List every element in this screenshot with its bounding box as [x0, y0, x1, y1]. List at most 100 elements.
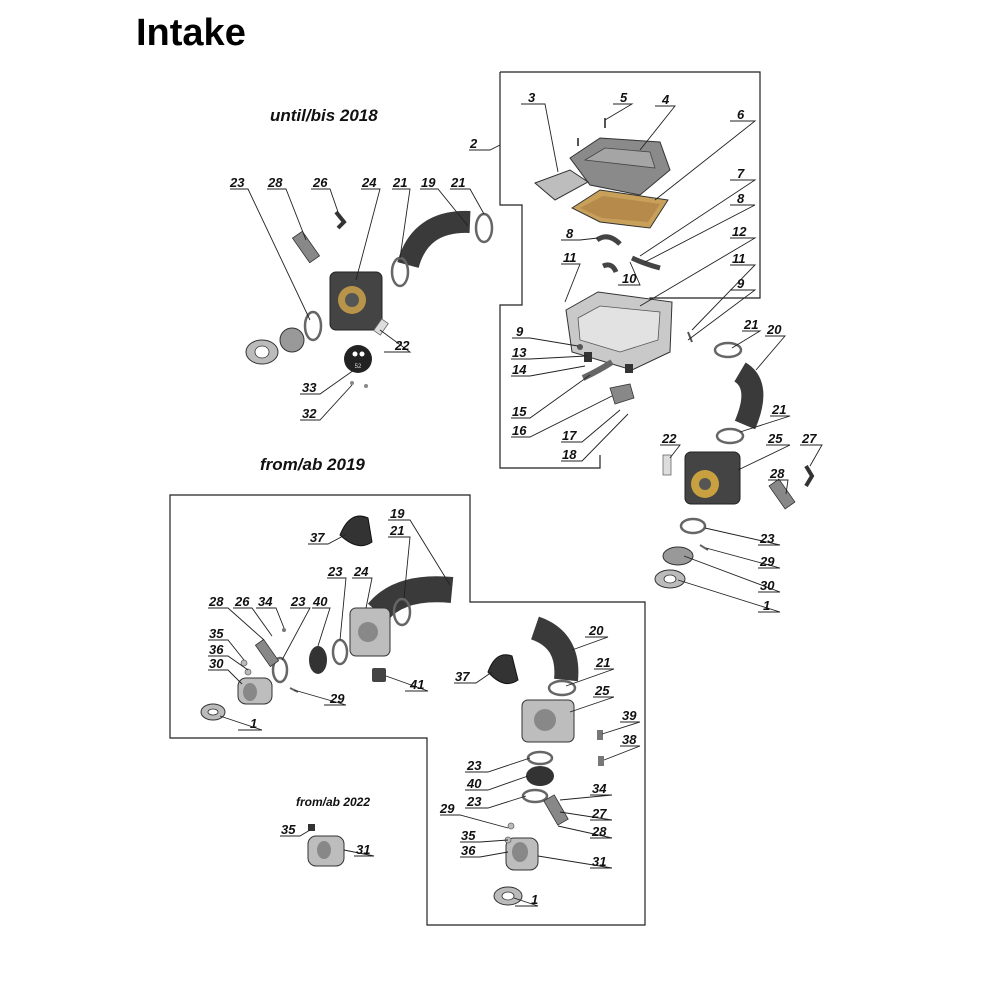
callout-40-lower: 40	[466, 776, 482, 791]
intake-boot-2019	[367, 576, 454, 621]
breather-hose	[595, 234, 661, 274]
callout-37: 37	[310, 530, 325, 545]
intake-boot-2018-right	[733, 362, 764, 430]
callout-32: 32	[302, 406, 317, 421]
callout-22-right: 22	[661, 431, 677, 446]
callout-30-2019: 30	[209, 656, 224, 671]
air-filter-lid	[569, 137, 671, 196]
callout-23-2019-a: 23	[327, 564, 343, 579]
callout-24-2019: 24	[353, 564, 369, 579]
intake-spacer-40-lower	[526, 766, 554, 786]
callout-23-lower-a: 23	[466, 758, 482, 773]
callout-28-right: 28	[769, 466, 785, 481]
callout-36-lower: 36	[461, 843, 476, 858]
intake-flange-2018	[245, 327, 305, 365]
callout-13: 13	[512, 345, 527, 360]
throttle-body-2019-lower	[521, 699, 575, 743]
intake-manifold-2019-lower	[493, 822, 539, 906]
callout-26: 26	[312, 175, 328, 190]
throttle-body-2018	[329, 271, 383, 331]
callout-38: 38	[622, 732, 637, 747]
callout-31-2022: 31	[356, 842, 370, 857]
callout-25-lower: 25	[594, 683, 610, 698]
callout-21-c: 21	[743, 317, 758, 332]
callout-23-lower-b: 23	[466, 794, 482, 809]
callout-1-right: 1	[763, 598, 770, 613]
fuel-injector-2018	[291, 210, 347, 264]
callout-8-left: 8	[566, 226, 574, 241]
fuel-injector-2019	[254, 628, 286, 668]
page-title: Intake	[136, 12, 246, 54]
fuel-injector-2019-lower	[543, 794, 569, 826]
callout-2: 2	[469, 136, 478, 151]
callout-26-2019: 26	[234, 594, 250, 609]
callout-24: 24	[361, 175, 377, 190]
airbox-housing	[565, 291, 673, 371]
intake-boot-2019-lower	[530, 616, 579, 682]
section-label-from-2022: from/ab 2022	[296, 795, 371, 809]
callout-11-left: 11	[563, 250, 577, 265]
sensor-41	[372, 668, 386, 682]
hose-clamp	[679, 341, 745, 535]
intake-manifold-2022	[307, 824, 345, 867]
callout-31-lower: 31	[592, 854, 606, 869]
callout-36-2019: 36	[209, 642, 224, 657]
callout-27: 27	[801, 431, 817, 446]
callout-40: 40	[312, 594, 328, 609]
from-2019-frame	[169, 494, 646, 926]
intake-boot-2018-left	[397, 210, 471, 269]
airbox-small-parts	[577, 331, 693, 405]
callout-7: 7	[737, 166, 745, 181]
callout-39: 39	[622, 708, 637, 723]
intake-manifold-2019	[200, 659, 299, 721]
callout-28-lower: 28	[591, 824, 607, 839]
callout-1-lower: 1	[531, 892, 538, 907]
callout-18: 18	[562, 447, 577, 462]
callout-41: 41	[409, 677, 424, 692]
callout-34-2019: 34	[258, 594, 273, 609]
callout-29-right: 29	[759, 554, 775, 569]
callout-11-right: 11	[732, 251, 746, 266]
callout-19-2019: 19	[390, 506, 405, 521]
callout-29-2019: 29	[329, 691, 345, 706]
callout-28-2019: 28	[208, 594, 224, 609]
throttle-plate-cover: 52	[344, 345, 372, 388]
callout-10: 10	[622, 271, 637, 286]
sensor-37-lower	[487, 654, 519, 685]
sensor-38-39	[597, 730, 604, 766]
callout-20: 20	[766, 322, 782, 337]
callout-9-right: 9	[737, 276, 745, 291]
callout-3: 3	[528, 90, 536, 105]
intake-snorkel	[534, 169, 589, 201]
callout-23-2019-b: 23	[290, 594, 306, 609]
callout-21-d: 21	[771, 402, 786, 417]
intake-flange-2018-right	[654, 544, 709, 589]
callout-21-lower: 21	[595, 655, 610, 670]
callout-1-2019: 1	[250, 716, 257, 731]
section-label-until-2018: until/bis 2018	[270, 106, 378, 125]
callout-27-lower: 27	[591, 806, 607, 821]
callout-23-right: 23	[759, 531, 775, 546]
callout-5: 5	[620, 90, 628, 105]
callout-numbers: 2 3 5 4 6 7 8 8 10 12 11 11 9 9 13 14 15…	[208, 90, 817, 907]
airbox-group-frame	[499, 71, 761, 469]
throttle-plate-marking: 52	[355, 364, 362, 370]
callout-25: 25	[767, 431, 783, 446]
callout-9-left: 9	[516, 324, 524, 339]
section-label-from-2019: from/ab 2019	[260, 455, 365, 474]
callout-12: 12	[732, 224, 747, 239]
intake-spacer-40	[309, 646, 327, 674]
callout-16: 16	[512, 423, 527, 438]
leader-lines	[208, 103, 823, 907]
callout-35-lower: 35	[461, 828, 476, 843]
callout-33: 33	[302, 380, 317, 395]
callout-21-2019: 21	[389, 523, 404, 538]
callout-17: 17	[562, 428, 577, 443]
callout-35-2019: 35	[209, 626, 224, 641]
sensor-37	[339, 515, 373, 547]
callout-8-right: 8	[737, 191, 745, 206]
callout-29-lower: 29	[439, 801, 455, 816]
callout-19: 19	[421, 175, 436, 190]
throttle-body-2018-right	[662, 451, 741, 505]
